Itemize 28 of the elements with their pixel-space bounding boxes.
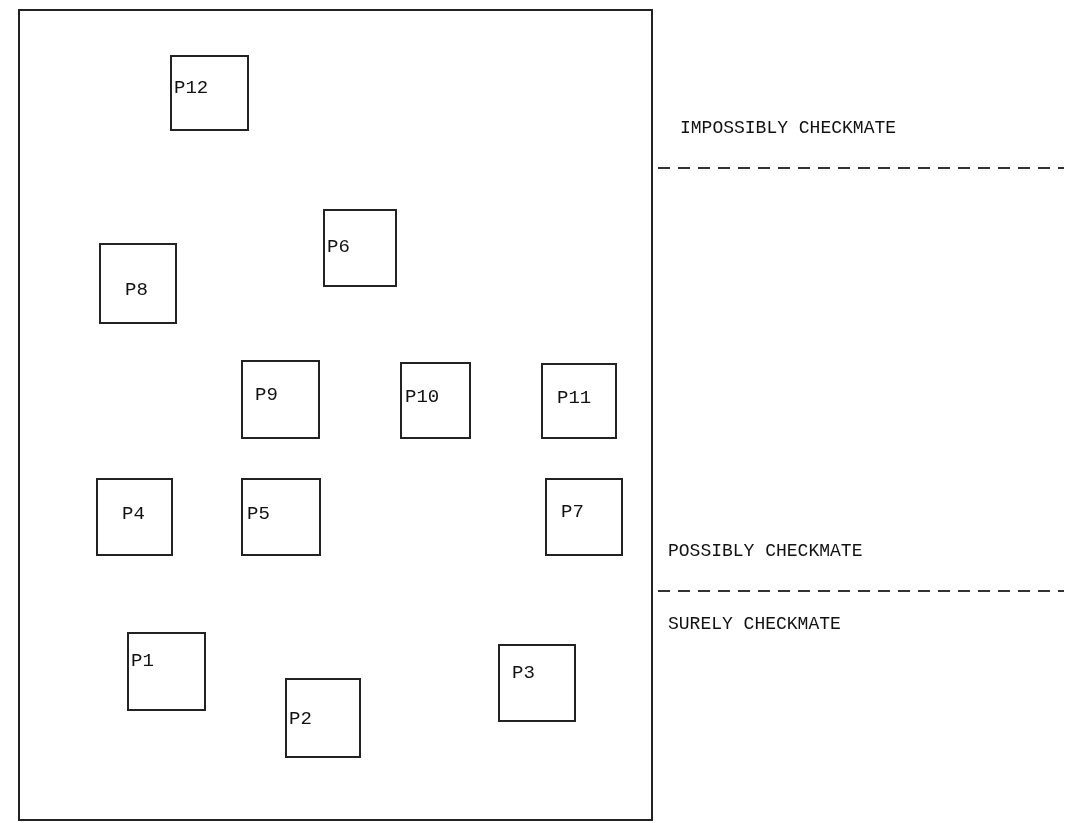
- box-label: P1: [131, 650, 154, 672]
- box-label: P10: [405, 386, 440, 408]
- zone-label: SURELY CHECKMATE: [668, 614, 841, 634]
- box-label: P5: [247, 503, 270, 525]
- process-box: [498, 644, 576, 722]
- zone-label: IMPOSSIBLY CHECKMATE: [680, 118, 897, 138]
- box-label: P9: [255, 384, 278, 406]
- process-box: [241, 360, 320, 439]
- process-box: [127, 632, 206, 711]
- box-label: P11: [557, 387, 592, 409]
- box-label: P6: [327, 236, 350, 258]
- process-box: [545, 478, 623, 556]
- process-box: [241, 478, 321, 556]
- box-label: P12: [174, 77, 209, 99]
- zone-label: POSSIBLY CHECKMATE: [668, 541, 863, 561]
- process-box: [541, 363, 617, 439]
- box-label: P7: [561, 501, 584, 523]
- box-label: P3: [512, 662, 535, 684]
- process-box: [400, 362, 471, 439]
- box-label: P2: [289, 708, 312, 730]
- frame-box: [18, 9, 653, 821]
- process-box: [170, 55, 249, 131]
- process-box: [99, 243, 177, 324]
- process-box: [96, 478, 173, 556]
- process-box: [323, 209, 397, 287]
- box-label: P4: [122, 503, 145, 525]
- box-label: P8: [125, 279, 148, 301]
- process-box: [285, 678, 361, 758]
